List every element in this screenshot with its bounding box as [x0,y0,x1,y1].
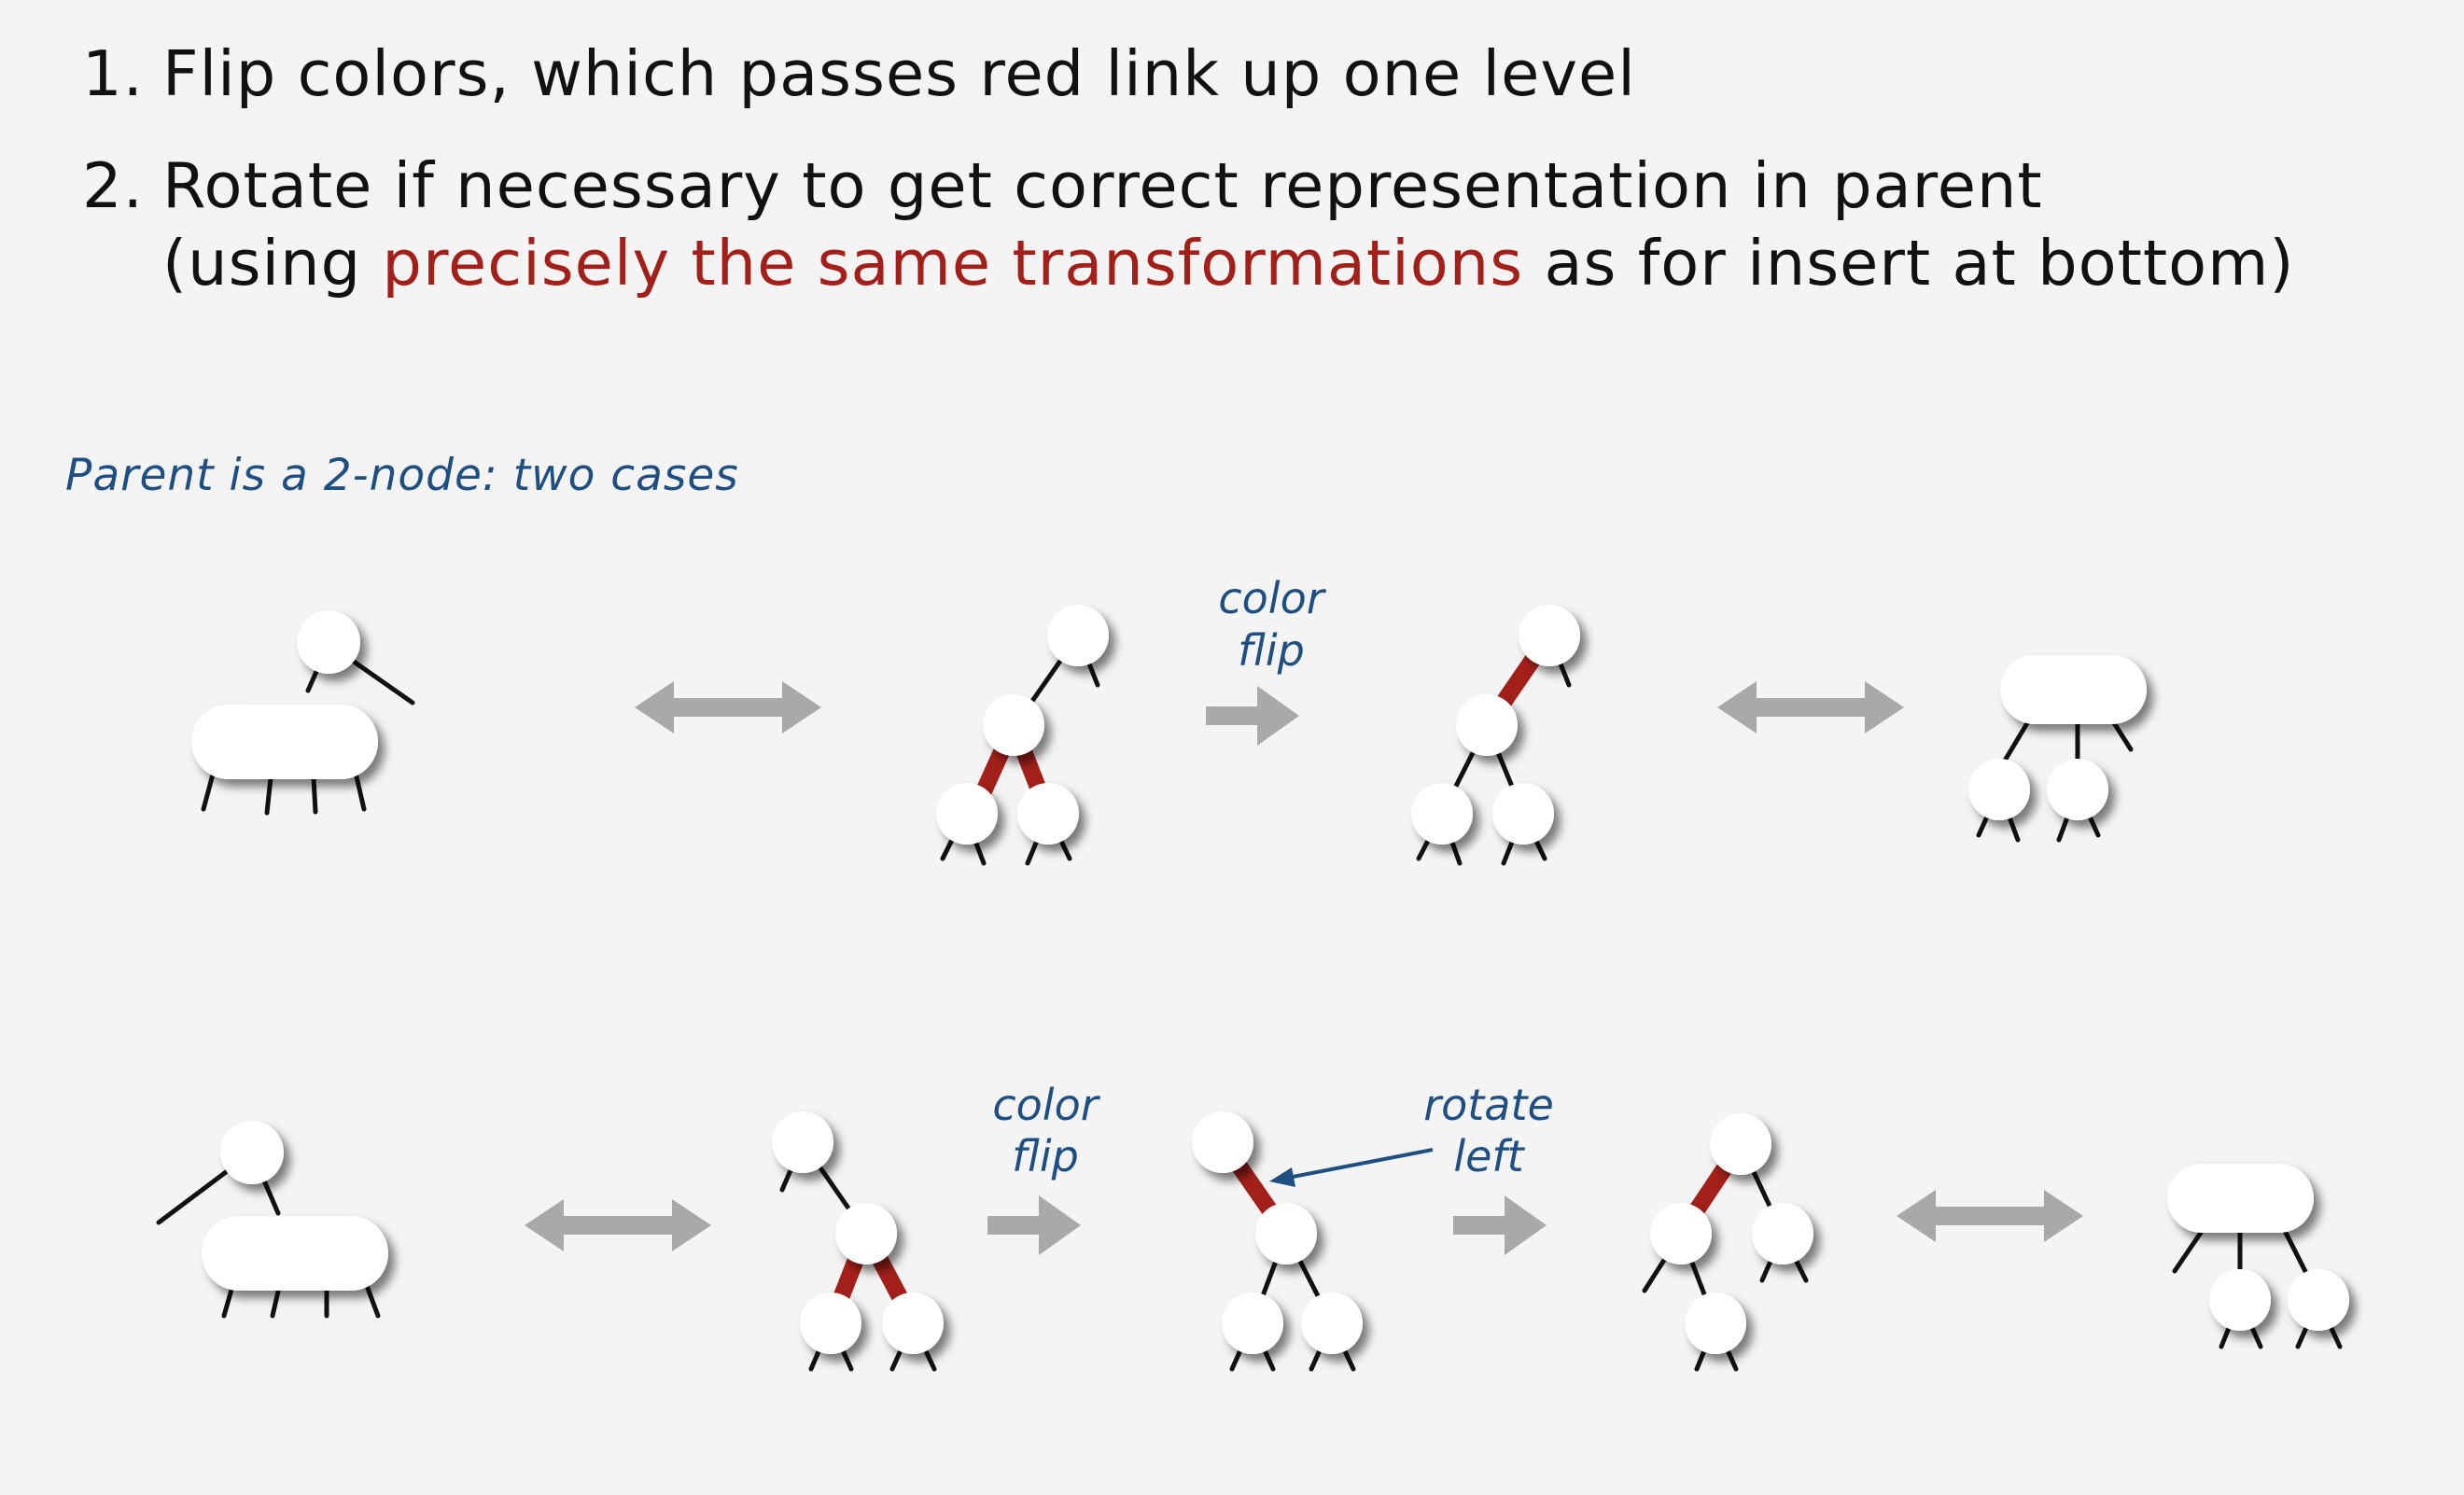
step-1-text: Flip colors, which passes red link up on… [162,37,1636,110]
step-2-detail-prefix: (using [162,227,383,300]
rotate-label: rotate [1423,1080,1554,1130]
row2-before-3node [156,1121,388,1319]
row1-4node-box [191,705,378,779]
step-2-detail: (using precisely the same transformation… [162,227,2295,300]
row2-equivalence-arrow-1 [525,1199,711,1251]
row1-flip-label: flip [1238,625,1305,676]
row2-after-rotate-tree [1642,1113,1813,1372]
row2-color-label: color [992,1080,1100,1130]
row2-after-flip-tree [1192,1111,1363,1372]
row1-result-3node [1968,655,2147,843]
row2-rotate-arrow [1453,1195,1547,1255]
subtitle: Parent is a 2-node: two cases [65,450,739,501]
row1-before-3node [191,610,415,816]
row1-equivalence-arrow-2 [1717,681,1904,734]
row1-parent-node [297,610,360,674]
row2-before-flip-tree [772,1111,944,1372]
row1-color-flip-arrow [1206,686,1299,746]
row1-after-flip-tree [1411,605,1580,866]
step-2-detail-highlight: precisely the same transformations [382,227,1524,300]
row2-flip-label: flip [1012,1131,1079,1181]
step-1-number: 1. [82,37,144,110]
step-2-number: 2. [82,149,144,222]
row2-equivalence-arrow-2 [1897,1190,2083,1242]
row1-equivalence-arrow-1 [635,681,821,734]
left-label: left [1453,1131,1525,1181]
row1-color-label: color [1218,573,1326,623]
row1-before-flip-tree [936,605,1109,866]
row2-color-flip-arrow [987,1195,1081,1255]
step-2-detail-suffix: as for insert at bottom) [1523,227,2295,300]
row2-result-3node [2167,1164,2349,1349]
rotate-left-pointer-arrow [1269,1148,1434,1187]
step-2-text: Rotate if necessary to get correct repre… [162,149,2043,222]
